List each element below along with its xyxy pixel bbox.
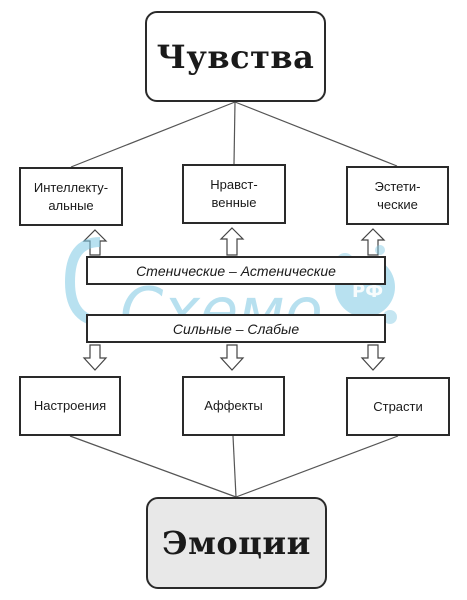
feeling-line: ческие <box>377 196 418 212</box>
arrow-up-icon <box>82 229 108 256</box>
emotion-label: Настроения <box>33 398 107 413</box>
connector-top-right <box>234 101 398 167</box>
feeling-box-moral: Нравст- венные <box>182 164 286 224</box>
bottom-box-emotions: Эмоции <box>146 497 327 589</box>
connector-bottom-left <box>69 435 237 498</box>
connector-bottom-middle <box>232 435 237 498</box>
emotion-box-passions: Страсти <box>346 377 450 436</box>
top-box-label: Чувства <box>156 37 315 76</box>
feeling-line: Интеллекту- <box>33 179 109 195</box>
arrow-down-icon <box>82 344 108 371</box>
feeling-line: Эстети- <box>374 178 421 194</box>
connector-bottom-right <box>235 435 399 498</box>
feeling-box-intellectual: Интеллекту- альные <box>19 167 123 226</box>
connector-top-middle <box>233 101 236 165</box>
band-sthenic-asthenic: Стенические – Астенические <box>86 256 386 285</box>
top-box-feelings: Чувства <box>145 11 326 102</box>
band-label: Стенические – Астенические <box>136 262 336 279</box>
bottom-box-label: Эмоции <box>162 524 311 562</box>
feeling-line: альные <box>48 197 94 213</box>
arrow-up-icon <box>219 227 245 256</box>
emotion-box-moods: Настроения <box>19 376 121 436</box>
emotion-label: Аффекты <box>204 398 263 413</box>
connector-top-left <box>70 101 236 168</box>
band-label: Сильные – Слабые <box>172 320 300 337</box>
arrow-down-icon <box>219 344 245 371</box>
emotion-box-affects: Аффекты <box>182 376 285 436</box>
emotion-label: Страсти <box>373 398 423 414</box>
band-strong-weak: Сильные – Слабые <box>86 314 386 343</box>
feeling-box-aesthetic: Эстети- ческие <box>346 166 449 225</box>
arrow-down-icon <box>360 344 386 371</box>
feeling-line: венные <box>211 195 257 210</box>
feeling-line: Нравст- <box>210 177 258 192</box>
arrow-up-icon <box>360 228 386 256</box>
